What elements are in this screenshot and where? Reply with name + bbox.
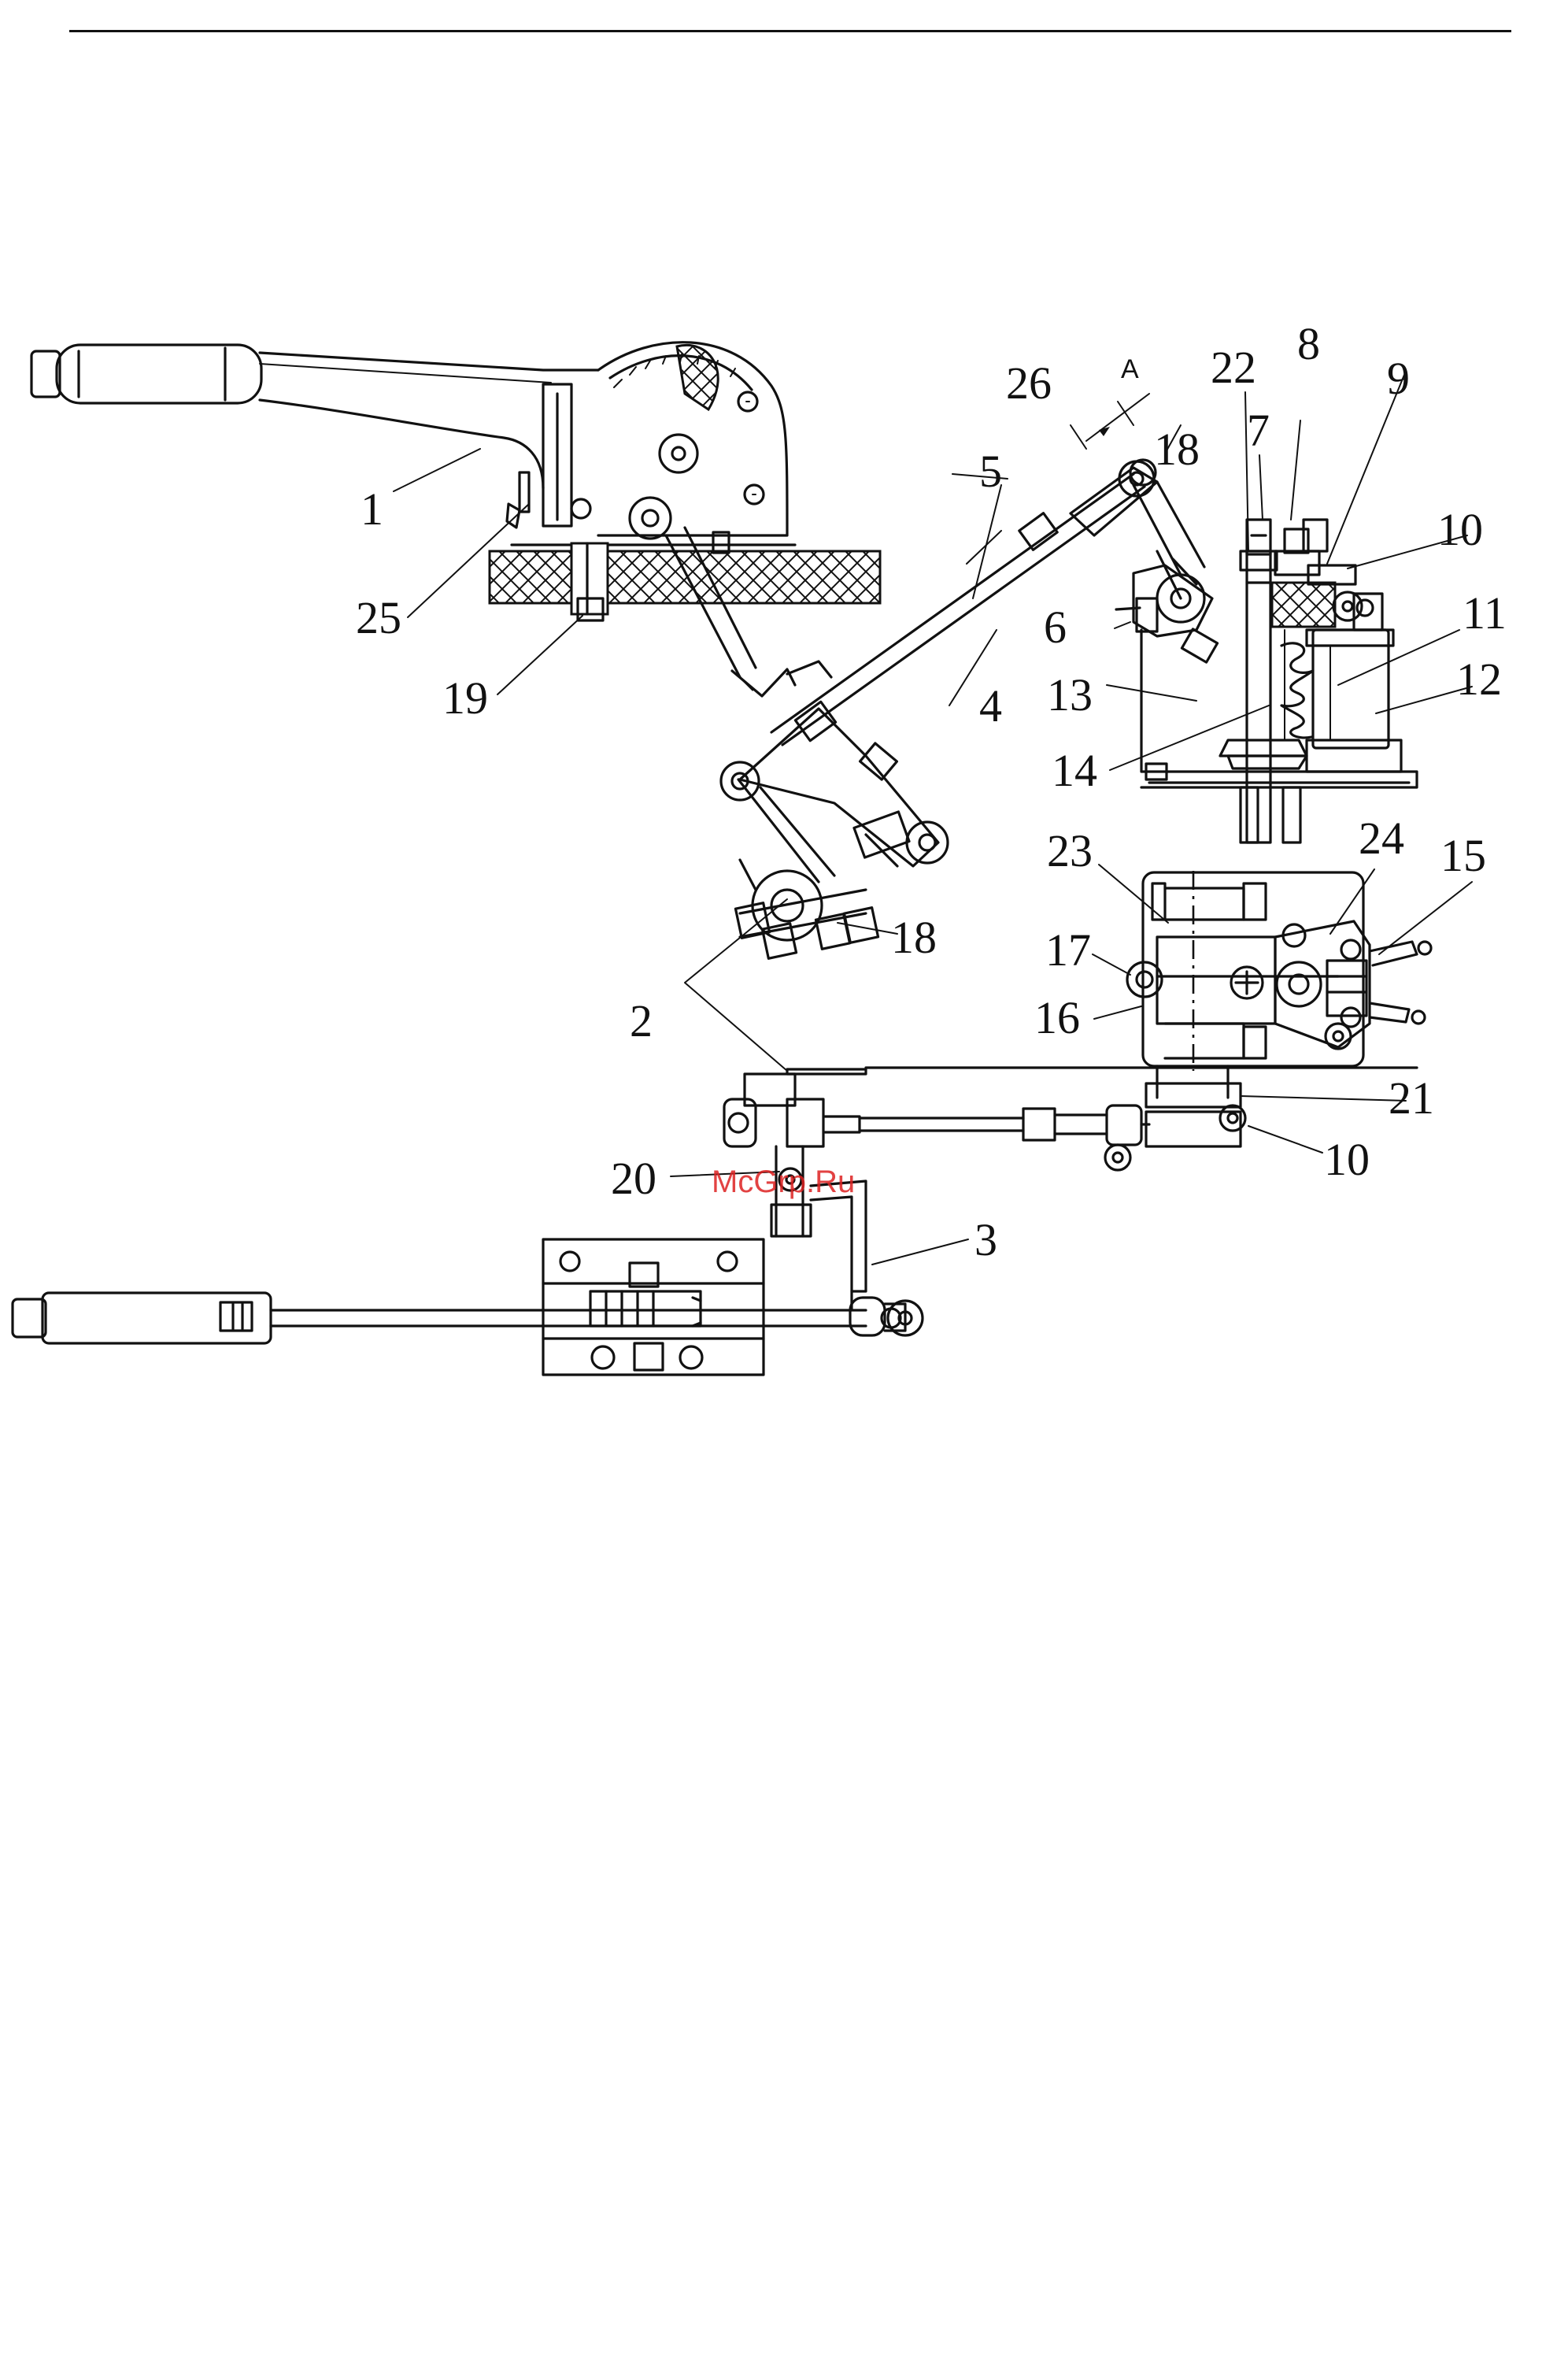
callout-20: 20 xyxy=(611,1153,656,1204)
callout-21: 21 xyxy=(1389,1072,1434,1124)
callout-labels: 1 2 3 4 5 6 7 8 9 10 10 11 12 13 14 15 1… xyxy=(356,318,1507,1265)
callout-1: 1 xyxy=(361,483,383,535)
callout-7: 7 xyxy=(1247,405,1270,456)
callout-25: 25 xyxy=(356,592,401,643)
callout-14: 14 xyxy=(1052,745,1097,796)
callout-2: 2 xyxy=(630,995,653,1046)
callout-10-lower: 10 xyxy=(1324,1134,1370,1185)
callout-11: 11 xyxy=(1463,587,1507,639)
callout-18-upper: 18 xyxy=(1154,424,1200,475)
callout-3: 3 xyxy=(974,1214,997,1265)
watermark: McGrp.Ru xyxy=(712,1165,855,1199)
callout-17: 17 xyxy=(1045,924,1091,976)
regulator-assembly xyxy=(1071,394,1417,842)
lower-lever-assembly xyxy=(13,1239,923,1375)
callout-8: 8 xyxy=(1297,318,1320,369)
callout-18-lower: 18 xyxy=(891,912,937,963)
callout-4: 4 xyxy=(979,680,1002,731)
callout-9: 9 xyxy=(1387,353,1410,404)
callout-24: 24 xyxy=(1359,813,1404,864)
callout-6: 6 xyxy=(1044,602,1067,653)
dimension-label-a: A xyxy=(1121,354,1139,384)
callout-5: 5 xyxy=(979,446,1002,497)
callout-22: 22 xyxy=(1211,342,1256,393)
hand-lever-assembly xyxy=(31,343,880,693)
callout-13: 13 xyxy=(1047,669,1093,720)
callout-23: 23 xyxy=(1047,825,1093,876)
callout-19: 19 xyxy=(442,672,488,724)
bracket-block xyxy=(1127,871,1431,1146)
callout-12: 12 xyxy=(1456,654,1502,705)
callout-15: 15 xyxy=(1440,830,1486,881)
callout-10-upper: 10 xyxy=(1437,504,1483,555)
linkage-rod-break xyxy=(732,661,831,696)
callout-16: 16 xyxy=(1034,992,1080,1043)
callout-26: 26 xyxy=(1006,357,1052,409)
